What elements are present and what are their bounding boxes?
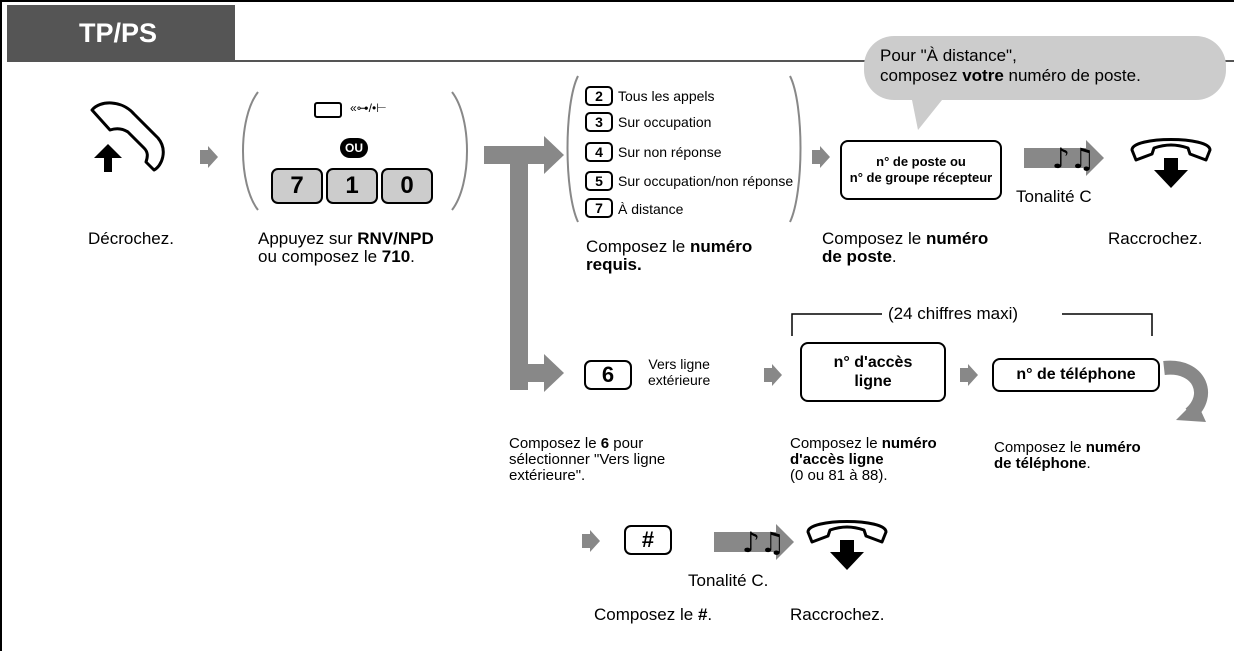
frame-left-border <box>0 0 2 651</box>
max-digits-label: (24 chiffres maxi) <box>888 304 1019 323</box>
rnv-npd-button-icon <box>314 102 342 118</box>
max-digits-bracket <box>791 313 1153 336</box>
right-paren <box>451 91 468 211</box>
handset-on-hook-icon <box>1130 138 1212 188</box>
key-1: 1 <box>326 168 378 204</box>
option-key: 5 <box>585 171 613 191</box>
phone-number-box: n° de téléphone <box>992 358 1160 392</box>
option-key: 7 <box>585 198 613 218</box>
continue-arrow-icon <box>1163 360 1208 422</box>
option-text: Sur occupation/non réponse <box>618 173 794 189</box>
outside-label: Composez le 6 pour sélectionner "Vers li… <box>509 435 666 484</box>
tone-icon: ♪♫ <box>1024 140 1104 176</box>
svg-text:♪♫: ♪♫ <box>742 526 785 559</box>
option-key: 3 <box>585 112 613 132</box>
option-text: À distance <box>618 201 684 217</box>
option-text: Tous les appels <box>618 88 715 104</box>
flow-arrow-icon <box>582 530 600 552</box>
bubble-tail <box>910 90 950 130</box>
key-0: 0 <box>381 168 433 204</box>
options-label: Composez le numéro requis. <box>586 237 753 274</box>
branch-arrows-icon <box>484 136 564 392</box>
rnv-npd-symbol: «⊶/•⊢ <box>350 101 387 115</box>
flow-arrow-icon <box>812 146 830 168</box>
option-text: Sur non réponse <box>618 144 722 160</box>
handset-off-hook-icon <box>90 101 165 172</box>
line-access-label: Composez le numéro d'accès ligne (0 ou 8… <box>790 435 937 484</box>
left-paren <box>242 91 259 211</box>
tone-icon: ♪♫ <box>714 524 794 560</box>
option-key: 4 <box>585 142 613 162</box>
flow-arrow-icon <box>200 146 218 168</box>
key-6: 6 <box>584 360 632 390</box>
key-7: 7 <box>271 168 323 204</box>
option-key: 2 <box>585 86 613 106</box>
tone-label: Tonalité C <box>1016 187 1092 206</box>
header-rule <box>7 60 1234 62</box>
tone-label: Tonalité C. <box>688 571 769 590</box>
hash-key: # <box>624 525 672 555</box>
hint-bubble <box>864 36 1226 100</box>
flow-arrow-icon <box>764 364 782 386</box>
hash-label: Composez le #. <box>594 605 713 624</box>
svg-text:♪♫: ♪♫ <box>1052 142 1095 175</box>
phone-label: Composez le numéro de téléphone. <box>994 439 1141 472</box>
press-label: Appuyez sur RNV/NPD ou composez le 710. <box>258 229 434 266</box>
hangup-label: Raccrochez. <box>790 605 885 624</box>
options-right-paren <box>789 75 802 223</box>
pickup-label: Décrochez. <box>88 229 174 248</box>
option-text: Sur occupation <box>618 114 712 130</box>
mode-tag: TP/PS <box>7 5 235 61</box>
hangup-label: Raccrochez. <box>1108 229 1203 248</box>
hint-bubble-text: Pour "À distance", composez votre numéro… <box>880 46 1141 85</box>
flow-arrow-icon <box>960 364 978 386</box>
frame-top-border <box>0 0 1234 2</box>
or-badge: OU <box>340 138 368 158</box>
options-left-paren <box>566 75 579 223</box>
handset-on-hook-icon <box>806 520 888 570</box>
extension-label: Composez le numéro de poste. <box>822 229 989 266</box>
